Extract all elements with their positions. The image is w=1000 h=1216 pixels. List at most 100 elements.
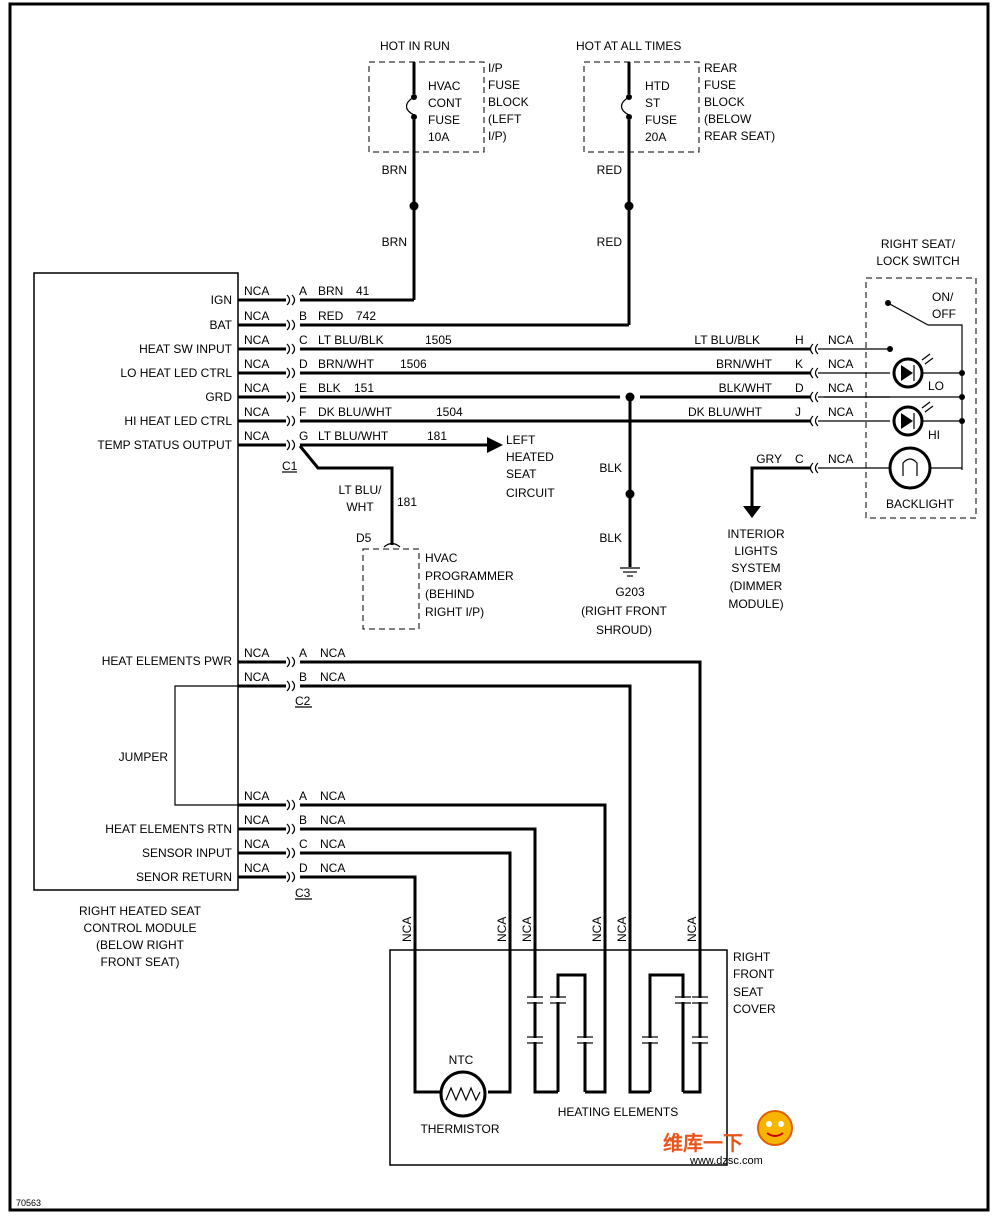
connector-terminal: [814, 391, 819, 403]
blk-label-upper: BLK: [599, 461, 622, 475]
jumper-label: JUMPER: [119, 750, 169, 764]
switch-pin-letter: J: [795, 405, 801, 419]
c1-wire-color: BRN: [318, 284, 343, 298]
heat-elements-rtn-label: HEAT ELEMENTS RTN: [105, 822, 232, 836]
on-off-1: ON/: [932, 290, 954, 304]
brn-label-lower: BRN: [382, 235, 407, 249]
ntc-thermistor: [439, 1070, 487, 1118]
c1-wire-color: DK BLU/WHT: [318, 405, 393, 419]
connector-terminal: [291, 823, 296, 835]
heat-elements-pwr-label: HEAT ELEMENTS PWR: [102, 654, 233, 668]
c3-pin-letter: D: [299, 861, 308, 875]
switch-wire-color: BLK/WHT: [719, 381, 773, 395]
connector-terminal: [286, 391, 291, 403]
htd-fuse-block: HOT AT ALL TIMES HTD ST FUSE 20A REAR FU…: [576, 39, 775, 153]
wire-c3-c: [300, 851, 512, 1094]
seat-wire-nca: NCA: [520, 917, 534, 942]
c1-nca: NCA: [244, 405, 269, 419]
hvac-fuse-block-3: BLOCK: [488, 95, 529, 109]
c3-nca-left: NCA: [244, 837, 269, 851]
jumper-wire: [174, 685, 238, 806]
connector-terminal: [286, 656, 291, 668]
hvac-fuse-symbol: [405, 96, 415, 116]
drawing-number: 70563: [16, 1198, 41, 1208]
c3-pin-letter: A: [299, 789, 307, 803]
heating-element-left: [556, 973, 587, 1092]
c1-pin-name: TEMP STATUS OUTPUT: [97, 438, 232, 452]
watermark-logo: 维库一下 www.dzsc.com: [663, 1110, 793, 1167]
branch-wire-2: WHT: [346, 500, 374, 514]
c1-pin-name: HEAT SW INPUT: [139, 342, 233, 356]
ground-name: G203: [615, 585, 645, 599]
control-module: [33, 272, 239, 891]
connector-terminal: [286, 799, 291, 811]
htd-fuse-box: [583, 61, 700, 153]
hvac-fuse-block-2: FUSE: [488, 78, 520, 92]
branch-wire-1: LT BLU/: [339, 483, 383, 497]
switch-pin-letter: H: [795, 333, 804, 347]
c3-nca-right: NCA: [320, 861, 345, 875]
c1-pin-letter: A: [299, 284, 307, 298]
c1-pin-letter: F: [299, 405, 306, 419]
switch-title-1: RIGHT SEAT/: [881, 237, 956, 251]
c2-pin-letter: A: [299, 646, 307, 660]
module-label-1: RIGHT HEATED SEAT: [79, 904, 202, 918]
c1-circuit-number: 181: [427, 429, 447, 443]
backlight-label: BACKLIGHT: [886, 497, 955, 511]
hvac-fuse-header: HOT IN RUN: [380, 39, 450, 53]
red-splice: [624, 201, 634, 211]
switch-nca: NCA: [828, 333, 853, 347]
hvac-fuse-name-2: CONT: [428, 96, 463, 110]
c1-wire-color: BRN/WHT: [318, 357, 375, 371]
red-label-upper: RED: [597, 163, 623, 177]
module-label-4: FRONT SEAT): [101, 955, 180, 969]
connector-terminal: [814, 462, 819, 474]
c1-pin-letter: D: [299, 357, 308, 371]
interior-lights-5: MODULE): [728, 597, 783, 611]
hvac-fuse-block-5: I/P): [488, 129, 507, 143]
element-connector-gap: [549, 998, 567, 1002]
element-connector-gap: [526, 1038, 544, 1042]
switch-wire-color: GRY: [756, 452, 782, 466]
c1-circuit-number: 742: [356, 309, 376, 323]
hvac-fuse-name-3: FUSE: [428, 113, 460, 127]
blk-label-lower: BLK: [599, 531, 622, 545]
connector-terminal: [291, 415, 296, 427]
connector-terminal: [291, 439, 296, 451]
c1-nca: NCA: [244, 284, 269, 298]
connector-terminal: [809, 367, 814, 379]
htd-fuse-block-3: BLOCK: [704, 95, 745, 109]
wire-gry: [750, 466, 810, 508]
connector-terminal: [291, 680, 296, 692]
seat-cover-2: FRONT: [733, 967, 775, 981]
connector-terminal: [814, 367, 819, 379]
left-seat-4: CIRCUIT: [506, 486, 555, 500]
connector-terminal: [286, 823, 291, 835]
heating-element-right: [648, 973, 685, 1092]
branch-circuit: 181: [397, 495, 417, 509]
interior-lights-4: (DIMMER: [730, 579, 783, 593]
c1-label: C1: [282, 459, 298, 473]
connector-terminal: [814, 415, 819, 427]
seat-wire-nca: NCA: [400, 917, 414, 942]
c3-nca-right: NCA: [320, 813, 345, 827]
connector-terminal: [809, 415, 814, 427]
c1-circuit-number: 151: [354, 381, 374, 395]
arrow-to-interior-lights: [743, 506, 761, 518]
left-seat-2: HEATED: [506, 450, 554, 464]
hvac-programmer-box: [362, 548, 420, 630]
c1-pin-name: GRD: [205, 390, 232, 404]
ground-loc-1: (RIGHT FRONT: [581, 604, 667, 618]
interior-lights-3: SYSTEM: [731, 561, 780, 575]
switch-blade: [887, 302, 929, 326]
connector-terminal: [809, 462, 814, 474]
c2-label: C2: [295, 694, 311, 708]
c1-pin-letter: E: [299, 381, 307, 395]
arrow-to-left-seat: [487, 437, 503, 453]
diagram-border: [8, 2, 990, 1212]
connector-terminal: [291, 367, 296, 379]
switch-title-2: LOCK SWITCH: [876, 254, 959, 268]
connector-terminal: [291, 847, 296, 859]
